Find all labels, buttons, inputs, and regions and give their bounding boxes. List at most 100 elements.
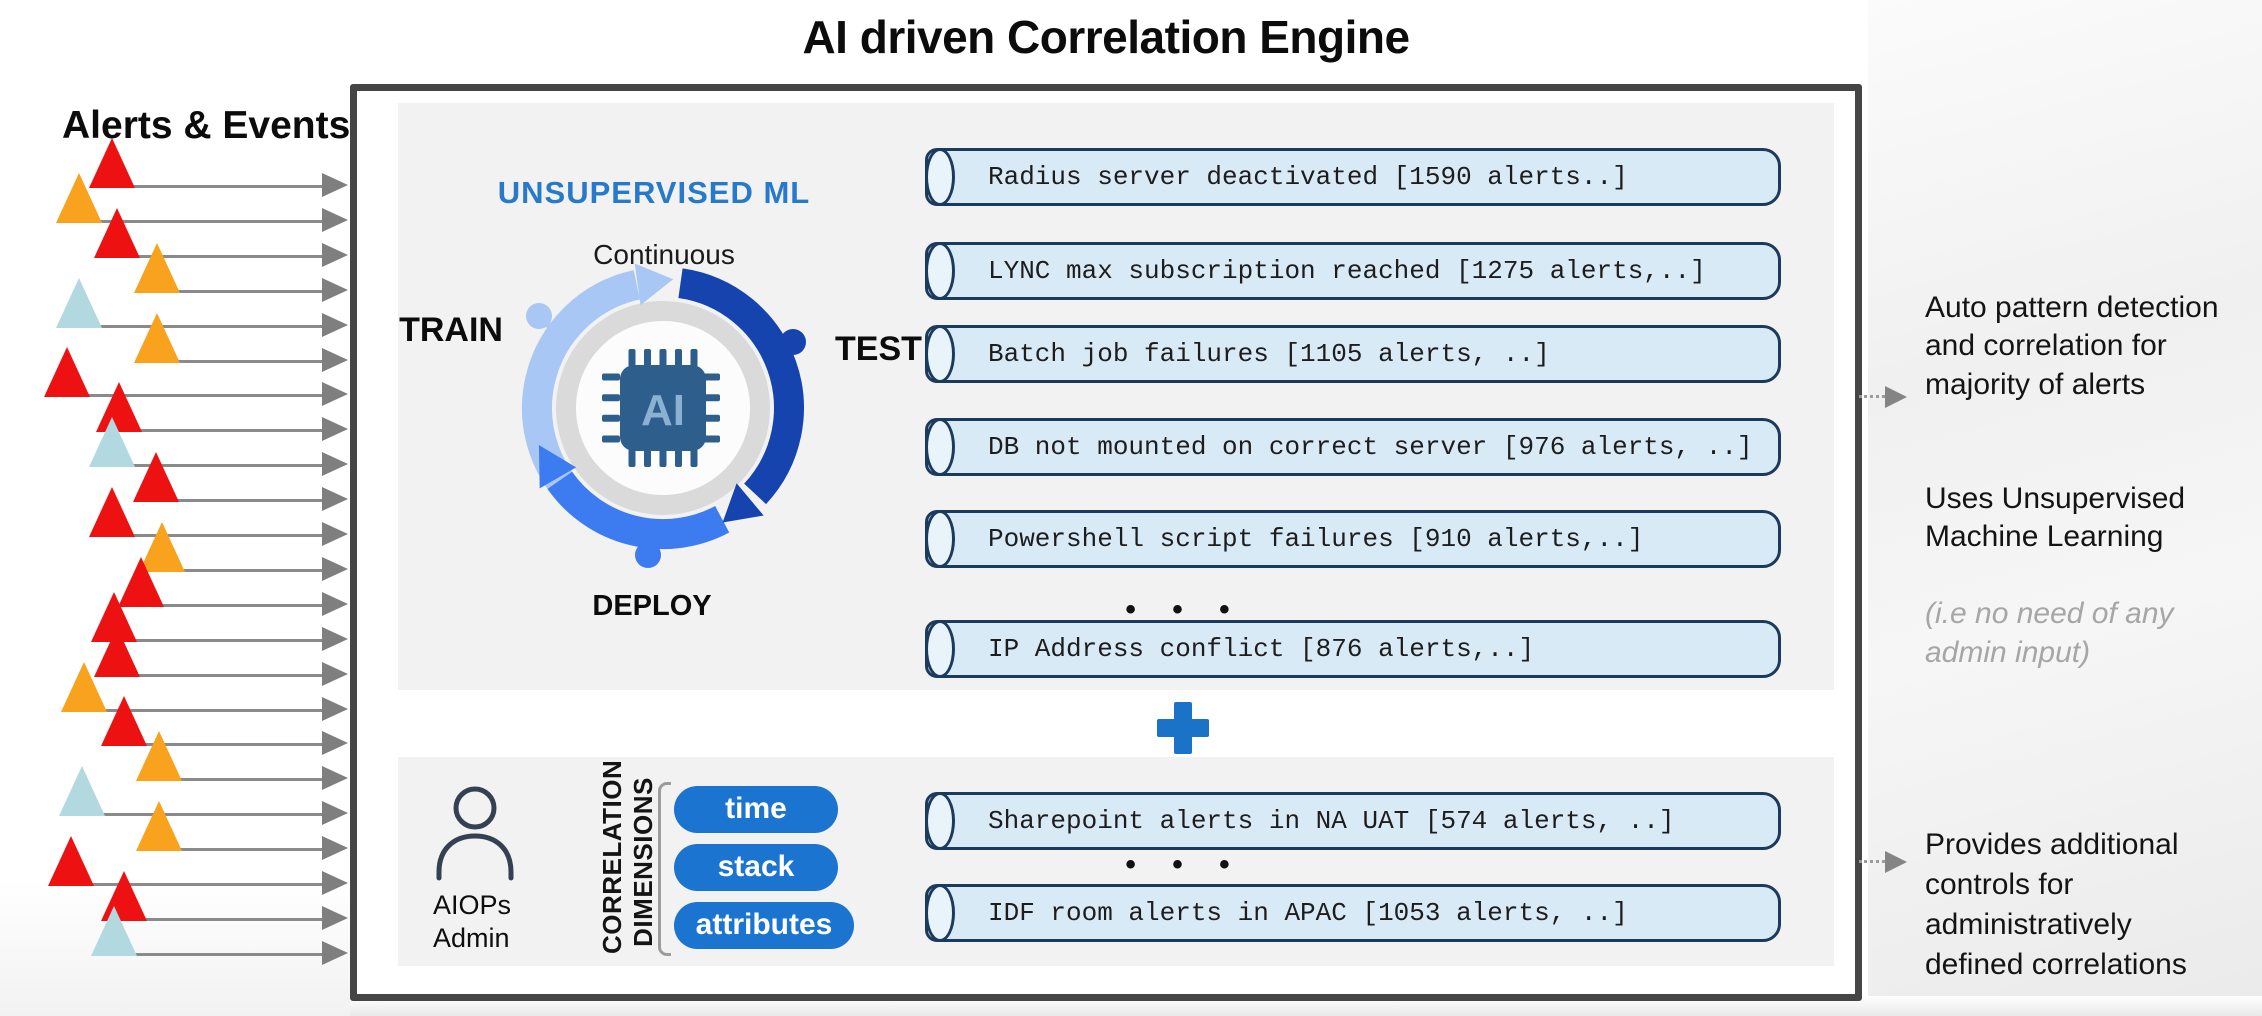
cycle-inner-ring [556, 301, 770, 515]
cylinder-cap [925, 148, 955, 206]
stream-arrow-line [151, 568, 322, 572]
alert-group-pill: Sharepoint alerts in NA UAT [574 alerts,… [925, 792, 1781, 850]
aiops-admin-label: AIOPs Admin [433, 890, 512, 953]
train-label: TRAIN [399, 311, 503, 349]
alert-stream-row [16, 591, 348, 651]
cylinder-cap [925, 792, 955, 850]
alert-triangle-red [94, 207, 140, 258]
plus-icon [1157, 702, 1209, 754]
background-texture-right [1868, 0, 2262, 1016]
annotation-text-2: Uses Unsupervised Machine Learning [1925, 481, 2186, 554]
alert-triangle-orange [136, 731, 182, 782]
stream-arrowhead-icon [322, 731, 348, 756]
alert-stream-row [16, 417, 348, 477]
alert-stream-row [16, 521, 348, 581]
stream-arrowhead-icon [322, 207, 348, 232]
stream-arrowhead-icon [322, 696, 348, 721]
dotted-line [1859, 395, 1885, 398]
alert-stream-row [16, 487, 348, 546]
alert-stream-row [16, 242, 348, 302]
stream-arrow-line [146, 359, 322, 363]
alert-triangle-blue [91, 905, 137, 956]
stream-arrow-line [101, 464, 322, 468]
alert-triangle-orange [134, 242, 180, 293]
alert-triangle-blue [56, 277, 102, 328]
stream-arrowhead-icon [322, 173, 348, 197]
stream-arrow-line [148, 778, 322, 782]
connector-arrow-top [1859, 386, 1909, 408]
dimension-pill-stack: stack [674, 844, 838, 891]
stream-arrow-line [60, 883, 322, 886]
stream-arrowhead-icon [322, 347, 348, 372]
stream-arrowhead-icon [322, 487, 348, 512]
stream-arrowhead-icon [322, 312, 348, 337]
alert-triangle-blue [89, 417, 135, 468]
cylinder-cap [925, 620, 955, 678]
alert-triangle-orange [61, 661, 107, 712]
stream-arrow-line [71, 813, 322, 817]
alert-stream-row [16, 766, 348, 826]
stream-arrowhead-icon [322, 277, 348, 302]
stream-arrowhead-icon [322, 940, 348, 965]
alert-group-text: Powershell script failures [910 alerts,.… [988, 524, 1644, 554]
alert-stream-row [16, 905, 348, 965]
train-dot [526, 303, 552, 329]
alert-stream-row [16, 347, 348, 407]
alert-group-pill: DB not mounted on correct server [976 al… [925, 418, 1781, 476]
annotation-auto-pattern: Auto pattern detection and correlation f… [1925, 250, 2262, 711]
alert-stream-row [16, 312, 348, 372]
alert-triangle-red [89, 487, 135, 537]
stream-arrowhead-icon [322, 871, 348, 895]
alert-triangle-red [44, 347, 90, 398]
background-texture-bottom [0, 996, 2262, 1016]
alert-group-text: Sharepoint alerts in NA UAT [574 alerts,… [988, 806, 1675, 836]
alerts-stream [16, 138, 348, 973]
stream-arrowhead-icon [322, 836, 348, 861]
alert-group-text: Batch job failures [1105 alerts, ..] [988, 339, 1550, 369]
alert-triangle-red [48, 836, 94, 886]
stream-arrow-line [108, 429, 322, 433]
stream-arrowhead-icon [322, 417, 348, 442]
arrowhead-test [722, 483, 764, 523]
stream-arrow-line [148, 848, 322, 852]
dimension-pill-attributes: attributes [674, 902, 854, 949]
annotation-text: Provides additional controls for adminis… [1925, 828, 2187, 981]
annotation-admin-controls: Provides additional controls for adminis… [1925, 785, 2262, 1016]
stream-arrow-line [113, 743, 322, 747]
stream-arrowhead-icon [322, 452, 348, 477]
cycle-arc-deploy [547, 471, 730, 550]
dotted-line [1859, 860, 1885, 863]
alert-stream-row [16, 172, 348, 232]
alert-group-text: DB not mounted on correct server [976 al… [988, 432, 1753, 462]
stream-arrow-line [146, 289, 322, 293]
alert-stream-row [16, 382, 348, 442]
arrowhead-icon [1885, 851, 1907, 873]
dimension-pill-time: time [674, 786, 838, 833]
alert-stream-row [16, 277, 348, 337]
stream-arrow-line [73, 708, 322, 712]
cylinder-cap [925, 418, 955, 476]
alert-group-text: IDF room alerts in APAC [1053 alerts, ..… [988, 898, 1628, 928]
stream-arrowhead-icon [322, 522, 348, 546]
correlation-dimensions-label: CORRELATION DIMENSIONS [597, 759, 658, 954]
stream-arrow-line [68, 219, 322, 223]
alert-triangle-red [133, 452, 179, 503]
ellipsis-indicator: • • • [1125, 848, 1230, 881]
stream-arrowhead-icon [322, 626, 348, 651]
cycle-arc-test [678, 268, 804, 505]
cylinder-cap [925, 884, 955, 942]
alert-group-text: Radius server deactivated [1590 alerts..… [988, 162, 1628, 192]
stream-arrow-line [113, 917, 322, 921]
alert-stream-row [16, 696, 348, 756]
continuous-label: Continuous [593, 239, 735, 270]
alert-stream-row [16, 801, 348, 861]
dimensions-bracket [658, 782, 671, 956]
alert-group-pill: Radius server deactivated [1590 alerts..… [925, 148, 1781, 206]
ml-cycle-graphic: UNSUPERVISED ML Continuous AI [399, 175, 922, 622]
alert-group-pill: Batch job failures [1105 alerts, ..] [925, 325, 1781, 383]
dimension-pills: time stack attributes [674, 786, 864, 956]
connector-arrow-bottom [1859, 851, 1909, 873]
alert-group-text: LYNC max subscription reached [1275 aler… [988, 256, 1706, 286]
stream-arrowhead-icon [322, 242, 348, 267]
